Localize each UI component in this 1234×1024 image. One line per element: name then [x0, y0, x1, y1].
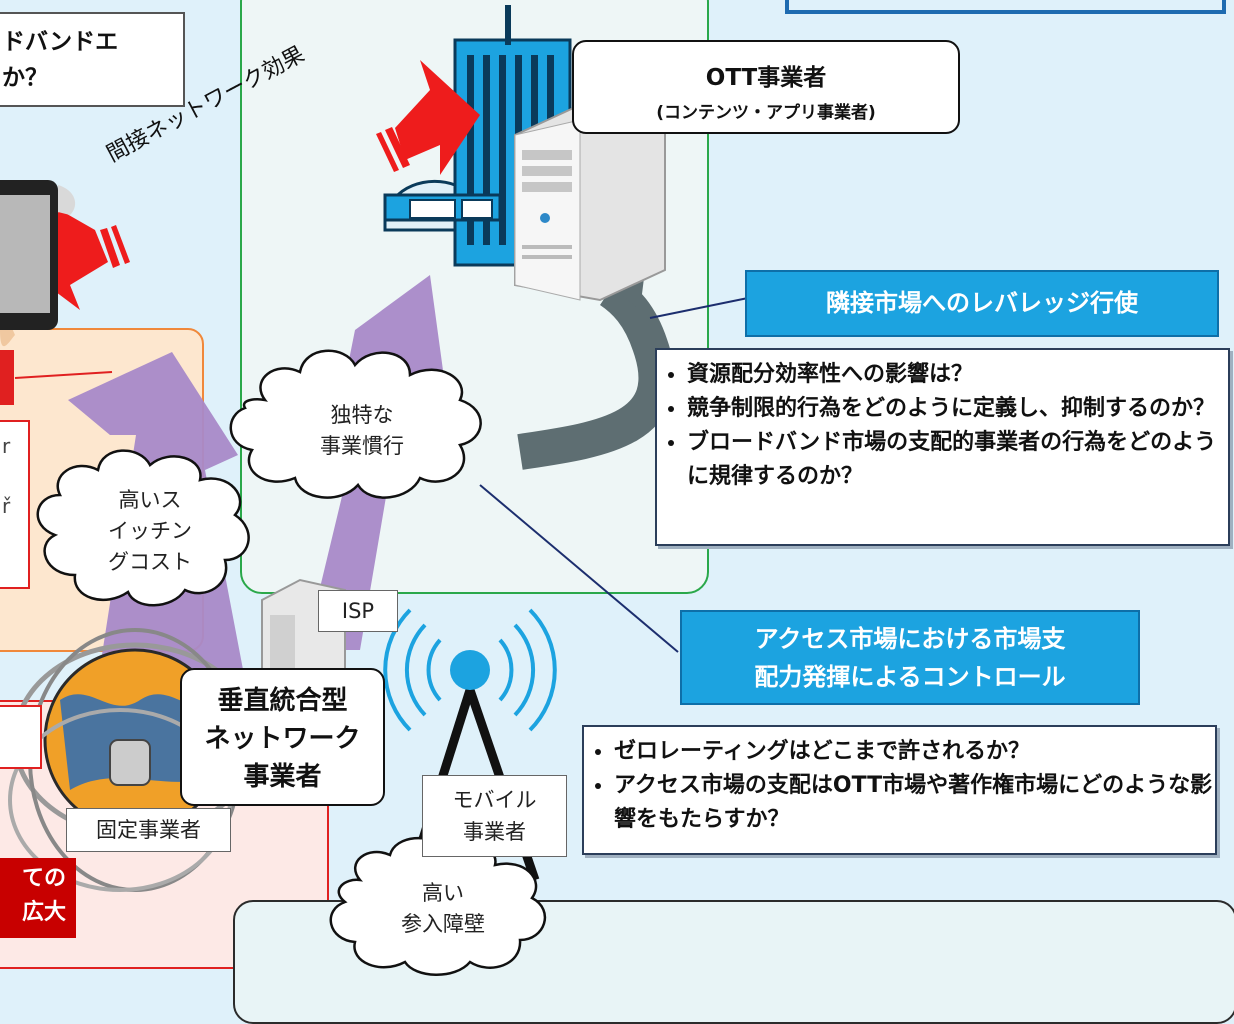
leverage-question-item: 資源配分効率性への影響は？ — [687, 358, 1228, 392]
access-control-line: 配力発揮によるコントロール — [754, 663, 1066, 691]
leverage-question-item: 競争制限的行為をどのように定義し、抑制するのか？ — [687, 392, 1228, 426]
access-control-label: アクセス市場における市場支 配力発揮によるコントロール — [680, 610, 1140, 705]
ott-subtitle: (コンテンツ・アプリ事業者) — [656, 103, 876, 123]
left-edge-fragment: r — [2, 434, 11, 458]
entry-barrier-text: 高い 参入障壁 — [378, 878, 508, 940]
mobile-operator-label: モバイル 事業者 — [422, 775, 567, 857]
server-icon — [514, 103, 666, 302]
cloud-line: 高い — [422, 881, 464, 905]
cloud-line: 高いス — [118, 488, 182, 512]
cloud-switching-cost — [36, 449, 250, 607]
vertical-operator-line: 事業者 — [243, 762, 322, 792]
mobile-operator-line: 事業者 — [463, 820, 526, 844]
left-edge-note-box: r ř — [0, 420, 30, 589]
cloud-line: 独特な — [330, 403, 394, 427]
ott-title: OTT事業者 — [705, 65, 827, 91]
mobile-operator-line: モバイル — [452, 788, 537, 812]
connector-access — [479, 484, 679, 653]
red-tag-line: 広大 — [21, 900, 66, 925]
connector-leverage — [649, 297, 749, 319]
ott-operator-label: OTT事業者 (コンテンツ・アプリ事業者) — [572, 40, 960, 134]
vertical-operator-line: ネットワーク — [204, 724, 361, 754]
isp-label: ISP — [318, 590, 398, 632]
cloud-line: グコスト — [108, 550, 192, 574]
question-line: ドバンドエ — [2, 29, 119, 55]
cloud-line: イッチン — [108, 519, 192, 543]
cloud-line: 事業慣行 — [320, 434, 404, 458]
access-question-item: ゼロレーティングはどこまで許されるか？ — [614, 735, 1215, 769]
indirect-effect-arrow-right — [376, 60, 480, 175]
leverage-label: 隣接市場へのレバレッジ行使 — [745, 270, 1219, 337]
cloud-unique-practice — [229, 349, 482, 499]
leverage-question-item: ブロードバンド市場の支配的事業者の行為をどのように規律するのか？ — [687, 426, 1228, 494]
red-marker-left — [0, 350, 14, 405]
access-control-line: アクセス市場における市場支 — [754, 625, 1066, 653]
leverage-questions-box: 資源配分効率性への影響は？ 競争制限的行為をどのように定義し、抑制するのか？ ブ… — [655, 348, 1230, 546]
access-questions-box: ゼロレーティングはどこまで許されるか？ アクセス市場の支配はOTT市場や著作権市… — [582, 725, 1217, 855]
diagram-graphics — [0, 5, 749, 976]
red-tag: ての 広大 — [0, 858, 76, 938]
red-pointer-line — [14, 371, 113, 379]
fixed-operator-label: 固定事業者 — [66, 808, 231, 852]
cloud-line: 参入障壁 — [401, 912, 485, 936]
left-red-note-box — [0, 705, 42, 769]
question-line: か？ — [2, 65, 48, 91]
vertical-operator-line: 垂直統合型 — [217, 686, 348, 716]
switching-cost-text: 高いス イッチン グコスト — [80, 485, 220, 578]
smartphone-icon — [0, 180, 76, 347]
question-box: ドバンドエ か？ — [0, 12, 185, 107]
leverage-curve-arrow — [517, 275, 675, 470]
rotated-label-anchor — [118, 235, 406, 237]
red-tag-line: ての — [21, 866, 66, 891]
vertical-operator-label: 垂直統合型 ネットワーク 事業者 — [180, 668, 385, 806]
left-edge-fragment: ř — [2, 494, 11, 518]
top-banner-box — [785, 0, 1226, 14]
access-question-item: アクセス市場の支配はOTT市場や著作権市場にどのような影響をもたらすか？ — [614, 769, 1215, 837]
unique-practice-text: 独特な 事業慣行 — [292, 400, 432, 462]
